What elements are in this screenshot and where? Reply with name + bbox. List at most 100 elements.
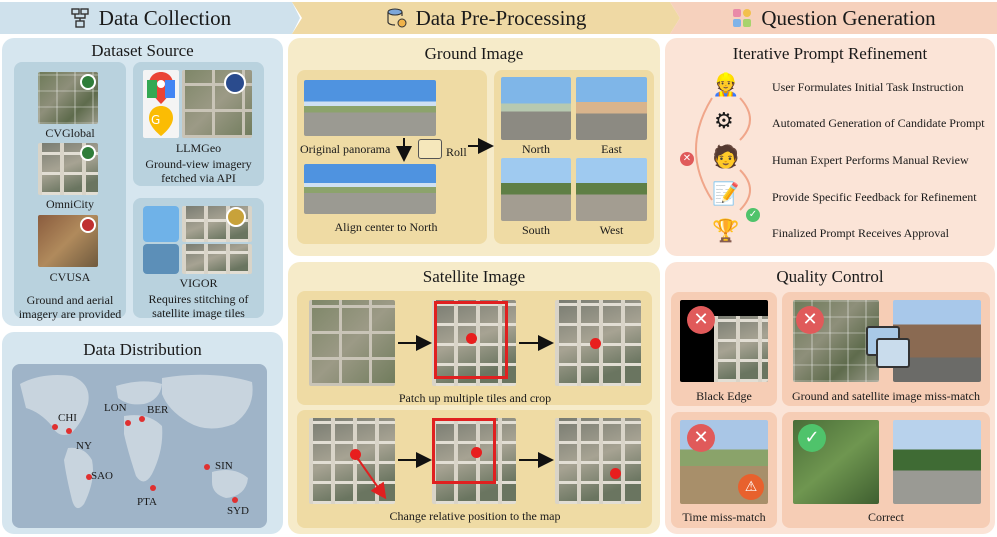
vigor-caption: Requires stitching of satellite image ti… [148, 292, 249, 320]
original-panorama-label: Original panorama [300, 142, 391, 156]
correct-label: Correct [868, 510, 904, 524]
university-seal-icon [226, 207, 246, 227]
city-marker [52, 424, 58, 430]
city-marker [204, 464, 210, 470]
city-marker [86, 474, 92, 480]
image-pair-icon [876, 338, 910, 368]
location-dot [466, 333, 477, 344]
time-mismatch-label: Time miss-match [682, 510, 766, 524]
google-maps-logo-icon: G [143, 70, 179, 138]
original-panorama-image [304, 80, 436, 136]
cvusa-label: CVUSA [49, 270, 91, 284]
aligned-panorama-image [304, 164, 436, 214]
panel-title: Dataset Source [91, 41, 194, 60]
tiles-image [309, 300, 395, 386]
align-label: Align center to North [334, 220, 438, 234]
reject-small-icon: ✕ [680, 152, 694, 166]
approve-small-icon: ✓ [746, 208, 760, 222]
city-label: NY [76, 440, 92, 452]
panel-title: Quality Control [776, 267, 884, 286]
prompt-refinement-panel: Iterative Prompt Refinement [665, 38, 995, 256]
trophy-icon: 🏆 [712, 218, 740, 243]
header-title: Data Pre-Processing [415, 5, 587, 30]
location-dot [610, 468, 621, 479]
west-label: West [599, 223, 624, 237]
header-data-collection: Data Collection [0, 2, 300, 34]
location-dot [471, 447, 482, 458]
city-label: LON [104, 402, 127, 414]
west-view-image [576, 158, 647, 221]
step-1: User Formulates Initial Task Instruction [772, 80, 964, 94]
patch-caption: Patch up multiple tiles and crop [398, 391, 552, 405]
university-seal-icon [80, 145, 96, 161]
omnicity-label: OmniCity [45, 197, 94, 211]
reject-icon: ✕ [687, 306, 715, 334]
reject-icon: ✕ [796, 306, 824, 334]
position-caption: Change relative position to the map [389, 509, 561, 523]
reject-icon: ✕ [687, 424, 715, 452]
city-label: PTA [137, 496, 157, 508]
cvglobal-label: CVGlobal [45, 126, 95, 140]
shapes-icon [733, 9, 752, 27]
city-marker [150, 485, 156, 491]
compass-icon [224, 72, 246, 94]
black-edge-image [680, 300, 768, 382]
city-marker [66, 428, 72, 434]
step-4: Provide Specific Feedback for Refinement [772, 190, 977, 204]
approve-icon: ✓ [798, 424, 826, 452]
ai-logo-icon: ⚙ [714, 108, 734, 133]
panel-title: Data Distribution [83, 340, 202, 359]
vigor-tiles-bottom [182, 244, 252, 274]
location-dot [590, 338, 601, 349]
north-view-image [501, 77, 571, 140]
chip-icon [143, 206, 179, 242]
crop-box [434, 301, 508, 379]
black-edge-label: Black Edge [696, 389, 752, 403]
crop-box [432, 418, 496, 484]
correct-ground-image [893, 420, 981, 504]
panel-title: Iterative Prompt Refinement [732, 44, 928, 63]
city-label: SYD [227, 505, 250, 517]
panel-title: Satellite Image [422, 267, 526, 286]
world-map [12, 364, 267, 528]
city-marker [139, 416, 145, 422]
left-caption: Ground and aerial imagery are provided [18, 293, 122, 321]
original-map-image [309, 418, 395, 504]
header-data-preprocessing: Data Pre-Processing [292, 2, 680, 34]
expert-review-icon: 🧑 [712, 144, 740, 169]
database-network-icon [71, 8, 89, 28]
clock-warning-icon: ⚠ [738, 474, 764, 500]
city-marker [232, 497, 238, 503]
roll-map-icon [418, 139, 442, 159]
vigor-label: VIGOR [179, 276, 218, 290]
north-label: North [522, 142, 550, 156]
south-label: South [521, 223, 550, 237]
south-view-image [501, 158, 571, 221]
user-idea-icon: 👷 [712, 72, 740, 97]
step-3: Human Expert Performs Manual Review [772, 153, 969, 167]
llmgeo-caption: Ground-view imagery fetched via API [145, 157, 252, 185]
llmgeo-label: LLMGeo [175, 141, 222, 155]
repositioned-image [555, 418, 641, 504]
roll-label: Roll [446, 145, 467, 159]
svg-text:G: G [151, 113, 160, 127]
step-2: Automated Generation of Candidate Prompt [772, 116, 985, 130]
city-label: CHI [58, 412, 77, 424]
city-marker [125, 420, 131, 426]
shifted-map-image [432, 418, 516, 504]
university-seal-icon [80, 74, 96, 90]
panel-title: Ground Image [424, 44, 524, 63]
step-5: Finalized Prompt Receives Approval [772, 226, 949, 240]
east-label: East [601, 142, 622, 156]
university-seal-icon [80, 217, 96, 233]
image-stack-icon [143, 244, 179, 274]
header-title: Data Collection [98, 5, 232, 30]
city-label: SAO [91, 470, 114, 482]
mismatch-label: Ground and satellite image miss-match [792, 389, 980, 403]
city-label: BER [147, 404, 169, 416]
header-title: Question Generation [761, 5, 936, 30]
database-gear-icon [386, 8, 407, 28]
east-view-image [576, 77, 647, 140]
feedback-document-icon: 📝 [712, 181, 740, 206]
header-question-generation: Question Generation [670, 2, 997, 34]
